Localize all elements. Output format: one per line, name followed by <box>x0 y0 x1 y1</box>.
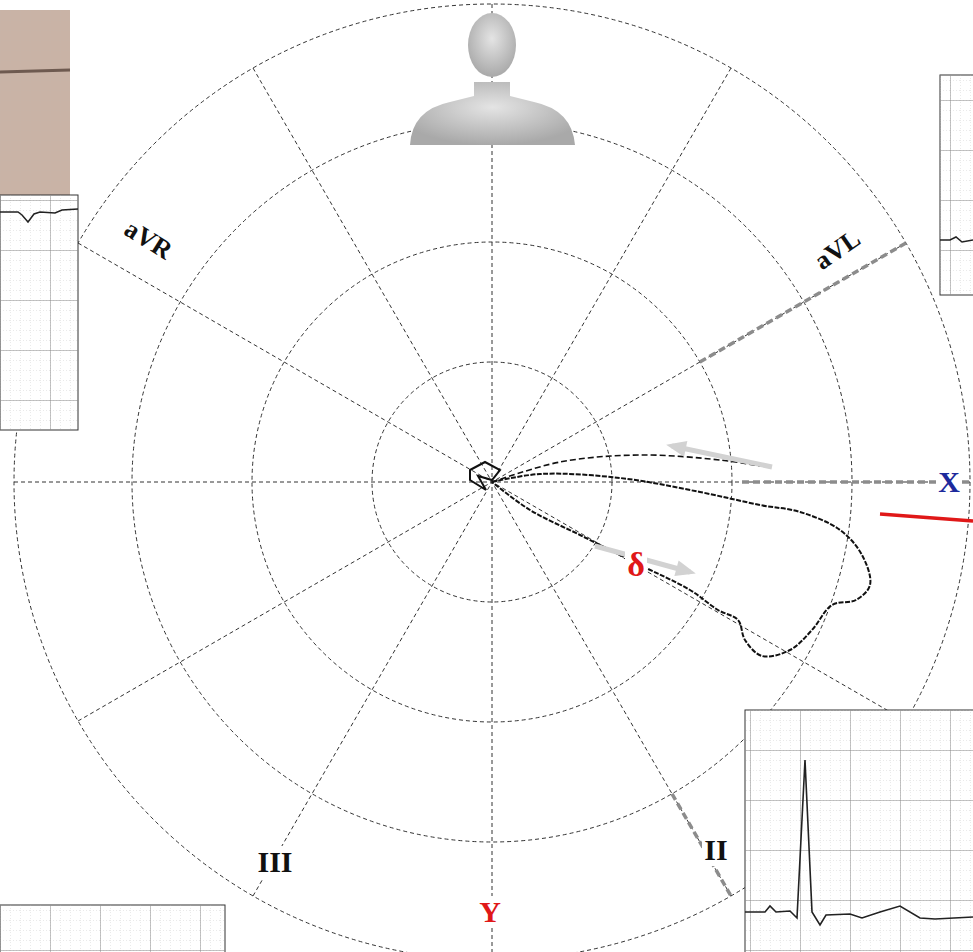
lead-label: III <box>255 846 294 878</box>
lead-axis <box>492 482 970 483</box>
vector-loop <box>492 474 870 657</box>
highlight-axis <box>672 794 731 896</box>
vector-label: δ <box>625 547 647 583</box>
torso-figure <box>410 13 575 145</box>
mean-vector <box>880 514 973 521</box>
lead-axis <box>14 482 492 483</box>
lead-label: aVR <box>117 214 178 267</box>
highlight-axis <box>700 243 906 362</box>
lead-axis <box>78 482 492 721</box>
lead-axis <box>492 243 906 482</box>
lead-axis <box>492 482 493 952</box>
lead-axis <box>492 482 906 721</box>
lead-axis <box>492 482 731 896</box>
lead-label: aVL <box>808 223 868 276</box>
lead-axis <box>78 243 492 482</box>
direction-arrowhead <box>674 561 695 576</box>
direction-arrowhead <box>666 441 687 457</box>
ecg-inset <box>940 75 973 295</box>
direction-arrow <box>672 446 772 467</box>
ecg-inset <box>745 710 973 952</box>
ecg-photo <box>0 10 70 210</box>
lead-label: II <box>702 834 729 866</box>
vector-loop <box>492 455 760 482</box>
lead-axis <box>253 482 492 896</box>
vector-origin <box>470 462 500 490</box>
axis-label: X <box>936 466 962 498</box>
axis-label: Y <box>477 896 503 928</box>
ecg-inset <box>0 195 78 430</box>
ecg-inset <box>0 905 225 952</box>
